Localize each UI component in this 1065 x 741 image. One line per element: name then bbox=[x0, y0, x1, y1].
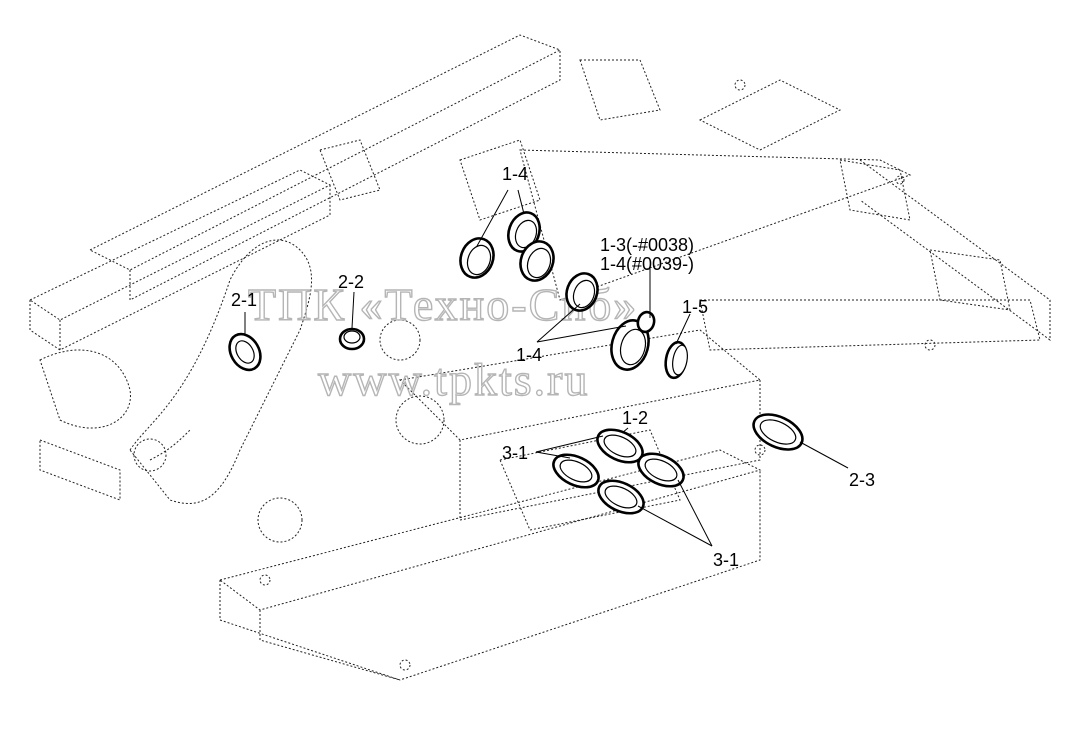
callout-1-4-serial: 1-4(#0039-) bbox=[600, 254, 694, 274]
seal-3-1-b bbox=[637, 452, 685, 488]
leader-lines bbox=[244, 189, 849, 547]
seal-1-2 bbox=[596, 428, 644, 464]
callout-2-3: 2-3 bbox=[849, 470, 875, 490]
ring-1-5 bbox=[664, 340, 688, 380]
callout-3-1-bottom: 3-1 bbox=[713, 550, 739, 570]
callout-1-2: 1-2 bbox=[622, 408, 648, 428]
callout-1-4-top: 1-4 bbox=[502, 164, 528, 184]
callout-2-1: 2-1 bbox=[231, 290, 257, 310]
bushing-1-4-d bbox=[565, 272, 599, 312]
bushing-1-3 bbox=[610, 319, 650, 371]
watermark-url: www.tpkts.ru bbox=[318, 354, 589, 405]
seal-2-3 bbox=[752, 413, 804, 451]
callout-1-3: 1-3(-#0038) bbox=[600, 235, 694, 255]
callout-3-1-left: 3-1 bbox=[502, 443, 528, 463]
seal-3-1-a bbox=[552, 453, 600, 489]
callout-1-5: 1-5 bbox=[682, 297, 708, 317]
callout-2-2: 2-2 bbox=[338, 272, 364, 292]
seal-3-1-c bbox=[597, 479, 645, 515]
chassis-frame bbox=[28, 34, 1051, 681]
bushing-1-4-b bbox=[507, 211, 541, 253]
callout-1-4-mid: 1-4 bbox=[516, 345, 542, 365]
bushing-1-4-a bbox=[459, 237, 495, 279]
seal-2-2 bbox=[338, 327, 366, 351]
bushing-1-4-c bbox=[519, 240, 555, 282]
seal-2-1 bbox=[228, 332, 262, 372]
